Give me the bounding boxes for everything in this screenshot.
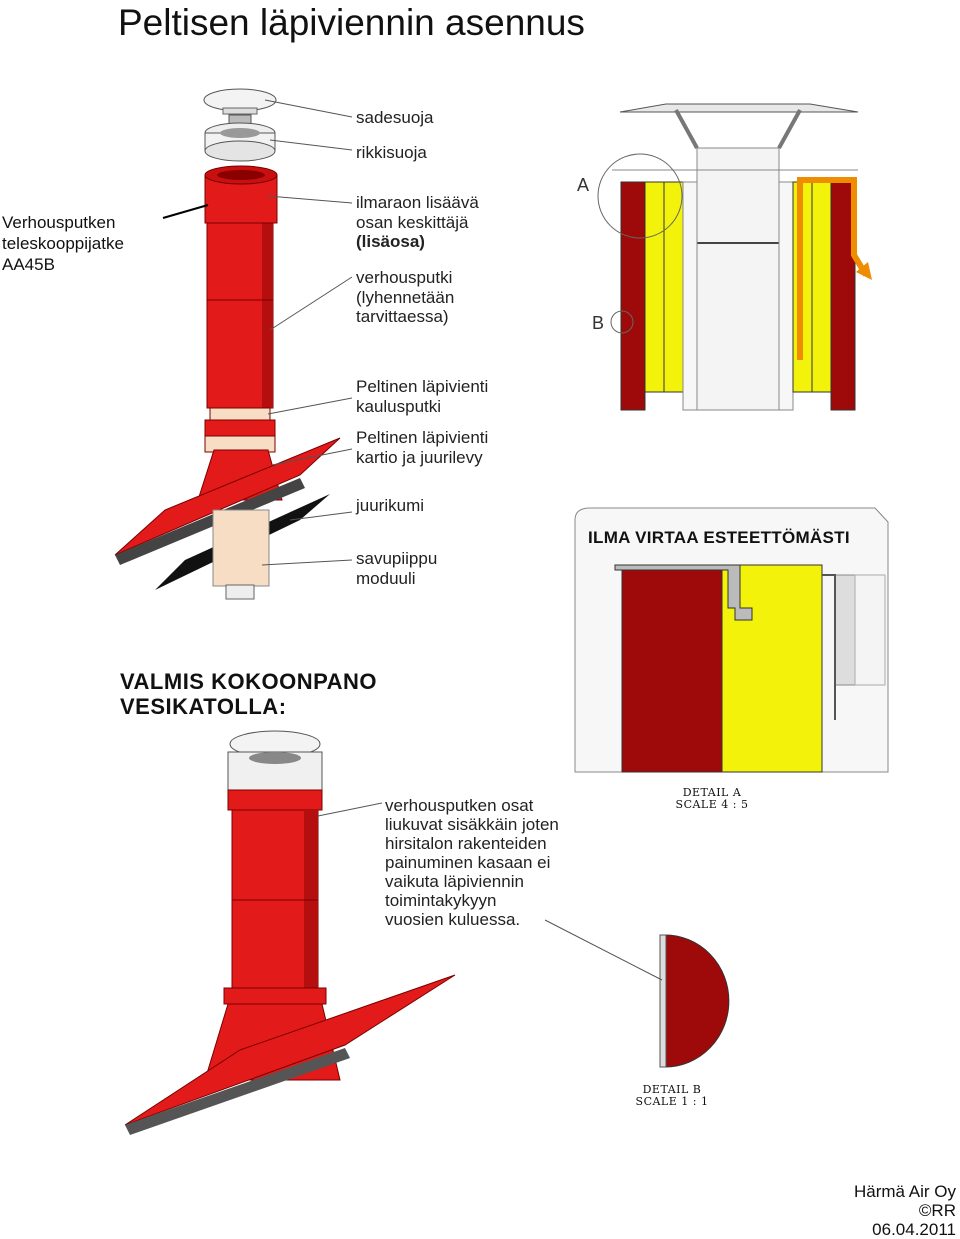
label-kartio-1: Peltinen läpivienti [356,428,489,447]
label-savupiippu-2: moduuli [356,568,416,588]
footer-copyright: ©RR [918,1201,956,1220]
note-line-1: verhousputken osat [385,796,534,815]
note-text: verhousputken osat liukuvat sisäkkäin jo… [385,796,559,929]
footer-company: Härmä Air Oy [853,1182,956,1201]
airflow-text: ILMA VIRTAA ESTEETTÖMÄSTI [588,528,850,547]
side-label: Verhousputken teleskooppijatke AA45B [2,212,124,275]
footer: Härmä Air Oy ©RR 06.04.2011 [854,1182,956,1239]
side-label-line-3: AA45B [2,255,55,274]
side-label-line-1: Verhousputken [2,213,116,232]
section-view [597,103,872,411]
label-ilmaraon-2: osan keskittäjä [356,212,469,232]
letter-b: B [592,313,605,333]
label-savupiippu-1: savupiippu [356,549,438,568]
heading-line-2: VESIKATOLLA: [120,694,287,719]
final-assembly [124,730,456,1135]
detail-a-caption: DETAIL A SCALE 4 : 5 [672,787,752,811]
label-kaulus: Peltinen läpivienti kaulusputki [356,377,488,416]
detail-a-circle [597,153,683,239]
label-verhousputki-2: (lyhennetään [356,287,455,307]
side-label-line-2: teleskooppijatke [2,234,124,253]
final-assembly-heading: VALMIS KOKOONPANO VESIKATOLLA: [120,669,377,719]
detail-b-caption: DETAIL B SCALE 1 : 1 [632,1084,712,1108]
side-label-pointer [162,204,209,219]
label-ilmaraon-3: (lisäosa) [356,232,425,251]
note-line-7: vuosien kuluessa. [385,910,521,929]
detail-b-view [544,919,730,1068]
letter-a: A [577,175,590,195]
note-line-6: toimintakykyyn [385,891,497,910]
footer-date: 06.04.2011 [872,1220,956,1239]
label-verhousputki-1: verhousputki [356,268,453,287]
label-ilmaraon-1: ilmaraon lisäävä [356,193,479,212]
label-savupiippu: savupiippu moduuli [356,549,437,588]
label-verhousputki: verhousputki (lyhennetään tarvittaessa) [356,268,454,327]
detail-a-title: DETAIL A [682,786,742,799]
detail-a-scale: SCALE 4 : 5 [675,798,749,811]
note-line-3: hirsitalon rakenteiden [385,834,547,853]
label-kaulus-2: kaulusputki [356,396,442,416]
heading-line-1: VALMIS KOKOONPANO [120,669,378,694]
note-line-4: painuminen kasaan ei [385,853,551,872]
detail-a-view [574,507,889,773]
final-cladding-pipe [231,809,319,993]
exploded-assembly [114,88,341,600]
page-title: Peltisen läpiviennin asennus [118,2,585,43]
detail-b-scale: SCALE 1 : 1 [635,1095,709,1108]
note-line-2: liukuvat sisäkkäin joten [385,815,559,834]
label-juurikumi: juurikumi [356,496,425,515]
label-sadesuoja: sadesuoja [356,108,434,127]
note-line-5: vaikuta läpiviennin [385,872,524,891]
label-ilmaraon: ilmaraon lisäävä osan keskittäjä (lisäos… [356,193,479,252]
label-rikkisuoja: rikkisuoja [356,143,427,162]
detail-b-circle [610,310,634,334]
label-kartio: Peltinen läpivienti kartio ja juurilevy [356,428,488,467]
label-kaulus-1: Peltinen läpivienti [356,377,489,396]
label-verhousputki-3: tarvittaessa) [356,307,449,326]
label-kartio-2: kartio ja juurilevy [356,447,483,467]
leader-lines-top [261,99,353,566]
detail-b-title: DETAIL B [642,1083,702,1096]
